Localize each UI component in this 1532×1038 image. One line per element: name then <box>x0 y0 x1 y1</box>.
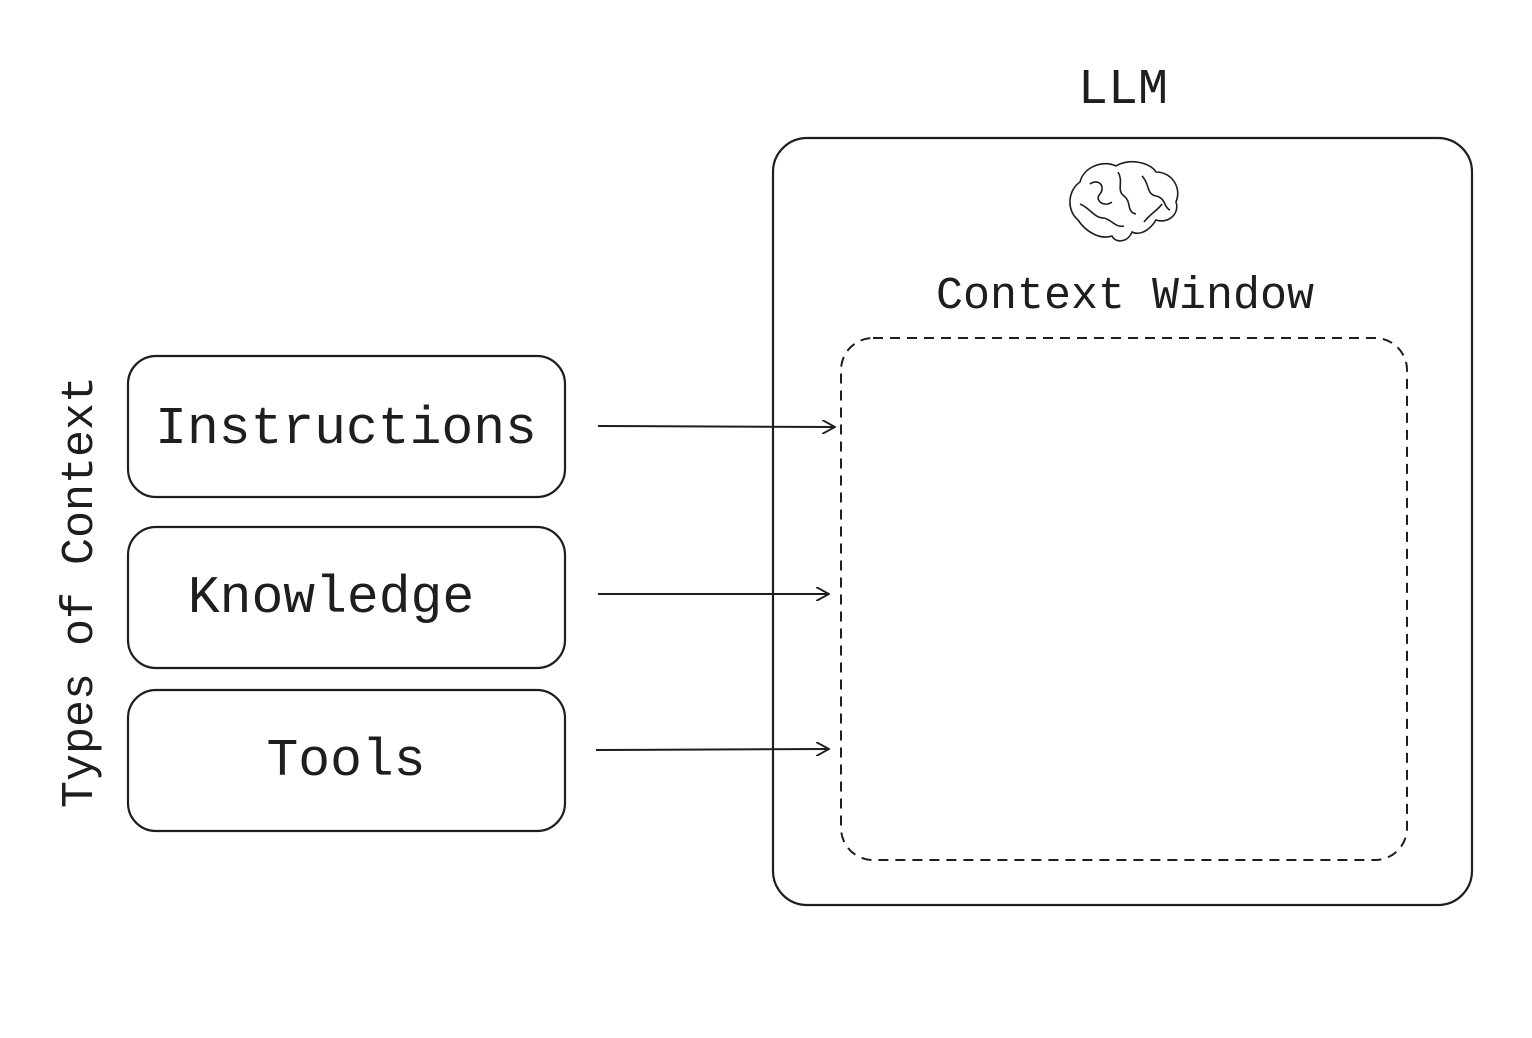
arrow-tools <box>595 749 829 750</box>
tools-label: Tools <box>266 731 425 791</box>
llm-title: LLM <box>1078 62 1168 119</box>
instructions-label: Instructions <box>155 399 537 459</box>
knowledge-label: Knowledge <box>188 568 474 628</box>
knowledge-box <box>126 525 567 670</box>
context-type-tools: Tools <box>126 688 567 833</box>
context-type-instructions: Instructions <box>126 354 567 499</box>
llm-box <box>771 136 1474 907</box>
arrow-instructions <box>597 426 835 427</box>
instructions-box <box>126 354 567 499</box>
types-of-context-label: Types of Context <box>55 376 106 808</box>
tools-box <box>126 688 567 833</box>
brain-icon <box>1069 160 1179 242</box>
context-window-box <box>840 337 1408 861</box>
context-window-label: Context Window <box>936 271 1314 322</box>
context-type-knowledge: Knowledge <box>126 525 567 670</box>
